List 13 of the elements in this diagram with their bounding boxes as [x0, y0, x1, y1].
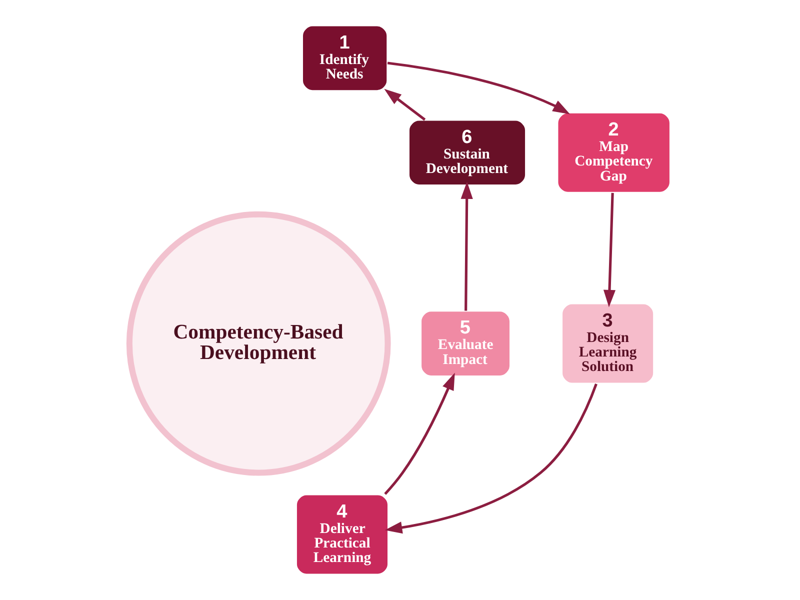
node-box: 2 Map Competency Gap — [556, 112, 672, 194]
arrow — [384, 372, 455, 495]
arrow — [603, 192, 616, 308]
arrow — [460, 182, 473, 311]
node-box: 6 Sustain Development — [408, 119, 527, 186]
node-box: 5 Evaluate Impact — [420, 310, 512, 378]
node-box: 4 Deliver Practical Learning — [295, 494, 390, 576]
arrow — [384, 88, 426, 121]
node-box: 1 Identify Needs — [301, 24, 388, 92]
node-circle: Competency-Based Development — [126, 211, 391, 476]
node-box: 3 Design Learning Solution — [560, 302, 655, 384]
arrow — [384, 383, 598, 534]
arrow — [387, 62, 570, 114]
